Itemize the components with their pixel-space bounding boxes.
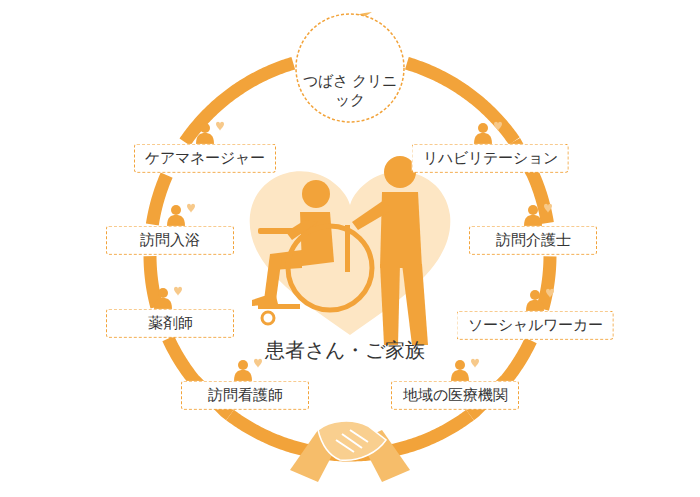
icon-heart — [544, 204, 552, 213]
icon-body — [196, 133, 214, 144]
person-icon — [196, 122, 224, 144]
icon-head — [158, 288, 168, 298]
icon-heart — [546, 289, 554, 298]
icon-heart — [494, 122, 502, 131]
node-text: 訪問入浴 — [117, 231, 223, 250]
node-text: 訪問介護士 — [480, 231, 586, 250]
node-text: 薬剤師 — [117, 314, 223, 333]
icon-body — [524, 215, 542, 226]
role-box: リハビリテーション — [412, 144, 569, 173]
icon-heart — [187, 204, 195, 213]
person-icon — [524, 204, 552, 226]
role-box: 訪問介護士 — [469, 226, 597, 255]
person-icon — [234, 359, 262, 381]
icon-heart — [216, 122, 224, 131]
icon-head — [478, 123, 488, 133]
node-text: つばさ クリニック — [300, 72, 400, 110]
node-text: 地域の医療機関 — [402, 386, 508, 405]
caregiver-figure — [352, 156, 428, 345]
icon-heart — [471, 359, 479, 368]
icon-body — [234, 370, 252, 381]
role-box: ケアマネージャー — [134, 144, 276, 173]
person-icon — [154, 287, 182, 309]
ring-arc — [407, 63, 514, 141]
icon-head — [455, 360, 465, 370]
person-icon — [526, 289, 554, 311]
ring-arc — [543, 256, 550, 309]
center-label: 患者さん・ご家族 — [265, 337, 425, 364]
role-box: 訪問看護師 — [181, 381, 309, 410]
node-text: リハビリテーション — [423, 149, 558, 168]
icon-body — [451, 370, 469, 381]
wheelchair-patient — [252, 180, 372, 324]
icon-body — [474, 133, 492, 144]
icon-body — [154, 298, 172, 309]
icon-heart — [254, 359, 262, 368]
icon-head — [528, 205, 538, 215]
icon-head — [200, 123, 210, 133]
role-box: 地域の医療機関 — [391, 381, 519, 410]
icon-heart — [174, 287, 182, 296]
person-icon — [451, 359, 479, 381]
ring-arc — [150, 256, 157, 307]
person-icon — [167, 204, 195, 226]
role-box: ソーシャルワーカー — [457, 311, 614, 340]
clinic-circle: つばさ クリニック — [294, 12, 406, 124]
node-text: 訪問看護師 — [192, 386, 298, 405]
role-box: 訪問入浴 — [106, 226, 234, 255]
handshake-symbol — [290, 421, 410, 482]
icon-head — [171, 205, 181, 215]
node-text: ソーシャルワーカー — [468, 316, 603, 335]
role-box: 薬剤師 — [106, 309, 234, 338]
ring-arc — [185, 63, 293, 142]
icon-body — [167, 215, 185, 226]
icon-head — [530, 290, 540, 300]
icon-body — [526, 300, 544, 311]
ring-arc — [152, 175, 166, 224]
icon-head — [238, 360, 248, 370]
node-text: ケアマネージャー — [145, 149, 265, 168]
person-icon — [474, 122, 502, 144]
